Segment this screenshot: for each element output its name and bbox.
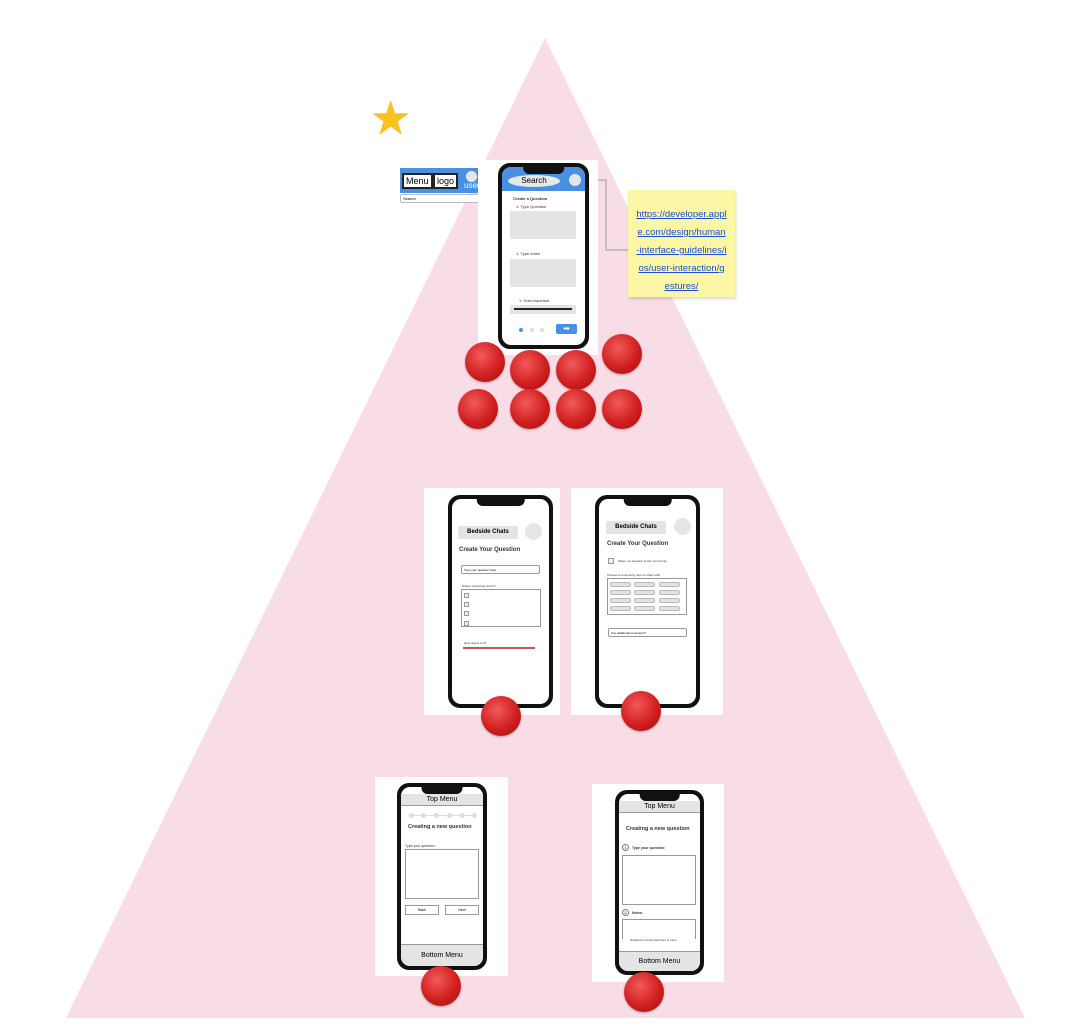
menu-box: Menu [402, 173, 433, 189]
share-label: Share my question to the community [618, 559, 667, 563]
vote-sticker[interactable] [602, 389, 642, 429]
avatar [525, 523, 542, 540]
step-label: 1. Type Question [516, 204, 547, 209]
topic-chip[interactable] [659, 590, 680, 595]
vote-sticker[interactable] [624, 972, 664, 1012]
question-label: Type your question: [405, 844, 436, 848]
checkbox[interactable] [464, 602, 469, 607]
post-label: Where should we post it? [462, 584, 496, 588]
question-textarea[interactable] [622, 855, 696, 905]
progress-stepper [409, 813, 477, 818]
sticky-note[interactable]: https://developer.apple.com/design/human… [628, 190, 735, 297]
search-field[interactable]: Search [400, 194, 485, 203]
importance-slider[interactable] [510, 305, 576, 314]
pager-dot-active[interactable] [519, 328, 523, 332]
phone-bedside-chats-2[interactable]: Bedside Chats Create Your Question Share… [595, 495, 700, 708]
urgency-label: How urgent is it? [464, 641, 487, 645]
topic-chip[interactable] [634, 606, 655, 611]
user-label: user [464, 181, 480, 190]
notes-textarea[interactable] [622, 919, 696, 939]
pager-dot[interactable] [540, 328, 544, 332]
topic-chip[interactable] [610, 606, 631, 611]
avatar [569, 174, 581, 186]
notes-input[interactable] [510, 259, 576, 287]
vote-sticker[interactable] [556, 350, 596, 390]
logo-box: logo [433, 173, 459, 189]
vote-sticker[interactable] [458, 389, 498, 429]
vote-sticker[interactable] [421, 966, 461, 1006]
avatar [674, 518, 691, 535]
step-label: 1. Type notes [516, 251, 540, 256]
vote-sticker[interactable] [621, 691, 661, 731]
search-pill[interactable]: Search [508, 175, 560, 187]
topic-label: Choose a community topic to share with [607, 573, 661, 577]
page-title: Creating a new question [626, 826, 690, 832]
vote-sticker[interactable] [481, 696, 521, 736]
checkbox[interactable] [464, 611, 469, 616]
header-mockup[interactable]: Menu logo user Search [400, 168, 485, 205]
top-menu[interactable]: Top Menu [619, 801, 700, 813]
vote-sticker[interactable] [510, 389, 550, 429]
post-options [461, 589, 541, 627]
top-menu[interactable]: Top Menu [401, 794, 483, 806]
gestures-link[interactable]: https://developer.apple.com/design/human… [636, 209, 727, 292]
form-title: Create a Question [513, 196, 548, 201]
bottom-menu[interactable]: Bottom Menu [401, 944, 483, 966]
vote-sticker[interactable] [602, 334, 642, 374]
phone-new-question-2[interactable]: Top Menu Creating a new question 1 Type … [615, 790, 704, 975]
page-title: Create Your Question [607, 541, 669, 547]
star-icon[interactable]: ★ [370, 92, 412, 144]
question-input[interactable] [510, 211, 576, 239]
urgency-slider[interactable] [463, 647, 535, 649]
question-textarea[interactable] [405, 849, 479, 899]
topic-chip[interactable] [659, 598, 680, 603]
next-arrow-button[interactable]: ➡ [556, 324, 577, 334]
pager-dot[interactable] [530, 328, 534, 332]
connector-line [590, 179, 628, 251]
user-avatar [466, 171, 477, 182]
topic-chip[interactable] [610, 590, 631, 595]
step-label: 1. How important [519, 298, 550, 303]
step-label: Notes: [632, 911, 643, 915]
app-title: Bedside Chats [458, 526, 518, 539]
phone-new-question-1[interactable]: Top Menu Creating a new question Type yo… [397, 783, 487, 970]
vote-sticker[interactable] [465, 342, 505, 382]
gradient-note: Gradient to show that there is more [630, 938, 677, 942]
topic-chip[interactable] [659, 582, 680, 587]
topic-grid [607, 578, 687, 615]
topic-chip[interactable] [659, 606, 680, 611]
back-button[interactable]: Back [405, 905, 439, 915]
page-title: Creating a new question [408, 824, 472, 830]
phone-bedside-chats-1[interactable]: Bedside Chats Create Your Question Type … [448, 495, 553, 708]
topic-chip[interactable] [634, 582, 655, 587]
vote-sticker[interactable] [556, 389, 596, 429]
share-checkbox[interactable] [608, 558, 614, 564]
topic-chip[interactable] [634, 598, 655, 603]
step-number: 2 [622, 909, 629, 916]
question-input[interactable]: Type your question here [461, 565, 540, 574]
bottom-menu[interactable]: Bottom Menu [619, 951, 700, 971]
topic-chip[interactable] [610, 598, 631, 603]
topic-chip[interactable] [610, 582, 631, 587]
app-title: Bedside Chats [606, 521, 666, 534]
page-title: Create Your Question [459, 547, 521, 553]
step-label: Type your question: [632, 846, 666, 850]
step-number: 1 [622, 844, 629, 851]
checkbox[interactable] [464, 621, 469, 626]
next-button[interactable]: Next [445, 905, 479, 915]
topic-chip[interactable] [634, 590, 655, 595]
vote-sticker[interactable] [510, 350, 550, 390]
checkbox[interactable] [464, 593, 469, 598]
phone-create-question[interactable]: Search Create a Question 1. Type Questio… [498, 163, 589, 349]
comments-input[interactable]: Any additional comments? [608, 628, 687, 637]
